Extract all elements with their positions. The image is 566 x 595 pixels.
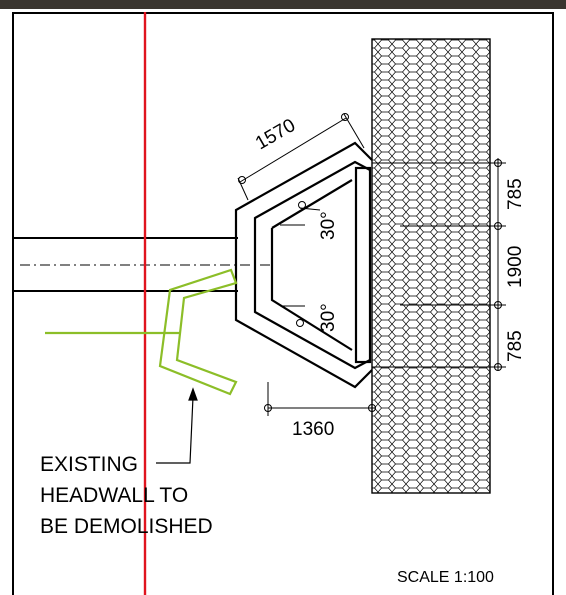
dim-1360	[264, 382, 376, 416]
scale-label: SCALE 1:100	[397, 569, 494, 586]
note-line-2: HEADWALL TO	[40, 484, 188, 507]
dim-1360-label: 1360	[292, 419, 334, 440]
dim-785-bottom-label: 785	[505, 330, 526, 362]
dim-chain-vertical	[372, 158, 506, 371]
rock-fill-area	[371, 38, 491, 494]
note-line-1: EXISTING	[40, 453, 138, 476]
note-leader	[156, 387, 198, 464]
note-line-3: BE DEMOLISHED	[40, 515, 213, 538]
dim-1900-label: 1900	[505, 246, 526, 288]
angle-mark-upper	[280, 201, 321, 226]
dim-1570	[237, 113, 365, 201]
dim-785-top-label: 785	[505, 178, 526, 210]
angle-mark-lower	[280, 305, 305, 327]
top-photo-strip	[0, 0, 566, 9]
angle-lower-label: 30°	[318, 303, 339, 332]
top-white-gap	[0, 9, 566, 12]
dim-1570-label: 1570	[252, 115, 299, 154]
angle-upper-label: 30°	[318, 211, 339, 240]
existing-headwall	[45, 268, 238, 396]
drawing-frame	[12, 12, 554, 595]
new-headwall	[234, 141, 373, 389]
existing-pipe	[13, 237, 270, 292]
